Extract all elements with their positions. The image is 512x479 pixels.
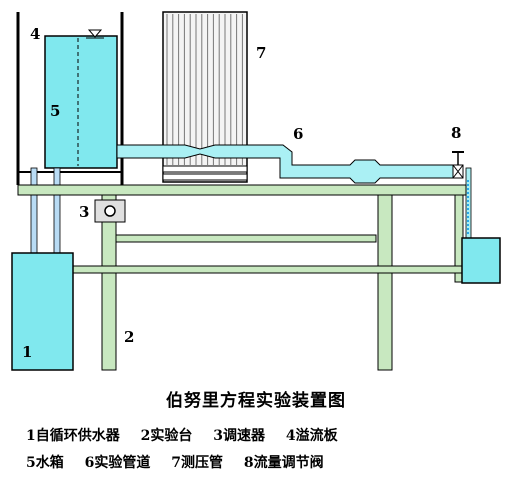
legend-row-2: 5水箱 6实验管道 7测压管 8流量调节阀 bbox=[26, 452, 340, 472]
legend-item-overflow-plate: 4溢流板 bbox=[285, 428, 338, 444]
collection-tank bbox=[461, 237, 501, 284]
label-4: 4 bbox=[30, 25, 40, 43]
legend-row-1: 1自循环供水器 2实验台 3调速器 4溢流板 bbox=[26, 425, 354, 445]
label-2: 2 bbox=[124, 328, 134, 346]
supply-pipes bbox=[30, 167, 61, 254]
legend-item-speed-controller: 3调速器 bbox=[213, 428, 265, 444]
legend-item-water-tank: 5水箱 bbox=[26, 455, 64, 471]
piezometer-tubes bbox=[166, 14, 243, 165]
legend-item-test-pipe: 6实验管道 bbox=[84, 455, 151, 471]
label-1: 1 bbox=[22, 343, 32, 361]
legend-item-bench: 2实验台 bbox=[140, 428, 193, 444]
legend-item-piezometer: 7测压管 bbox=[171, 455, 223, 471]
flow-control-valve[interactable] bbox=[452, 151, 464, 179]
label-7: 7 bbox=[256, 44, 266, 62]
label-6: 6 bbox=[293, 125, 303, 143]
legend-item-supply: 1自循环供水器 bbox=[26, 428, 120, 444]
label-8: 8 bbox=[451, 124, 461, 142]
test-bench bbox=[17, 184, 467, 371]
label-5: 5 bbox=[50, 102, 60, 120]
speed-controller[interactable] bbox=[94, 199, 126, 223]
legend-item-flow-valve: 8流量调节阀 bbox=[243, 455, 324, 471]
apparatus-diagram: 1 2 3 4 5 6 7 8 bbox=[11, 11, 501, 371]
water-supply-reservoir bbox=[11, 252, 74, 371]
diagram-title: 伯努里方程实验装置图 bbox=[166, 391, 346, 411]
water-tank bbox=[44, 29, 118, 169]
label-3: 3 bbox=[79, 203, 89, 221]
